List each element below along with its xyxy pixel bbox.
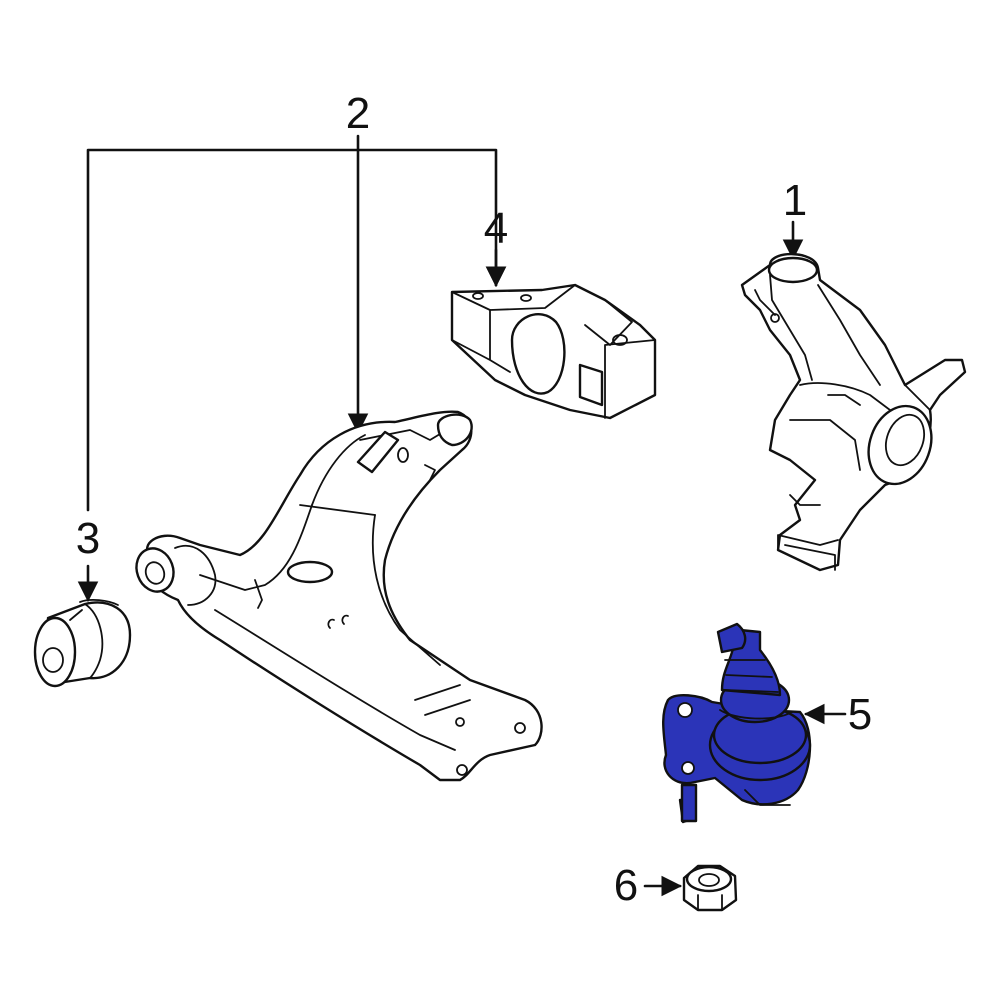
part-5-ball-joint <box>662 622 812 824</box>
part-6-nut <box>682 864 738 912</box>
leader-bracket-3-4 <box>86 148 507 512</box>
part-4-bushing-bracket <box>450 283 657 420</box>
leader-lines <box>77 134 847 897</box>
part-3-bushing <box>33 598 132 688</box>
callout-2: 2 <box>346 89 370 138</box>
part-2-control-arm <box>135 410 543 782</box>
callout-5: 5 <box>848 690 872 739</box>
callout-1: 1 <box>783 176 807 225</box>
callout-3: 3 <box>76 514 100 563</box>
callout-6: 6 <box>614 861 638 910</box>
part-1-steering-knuckle <box>740 252 967 572</box>
